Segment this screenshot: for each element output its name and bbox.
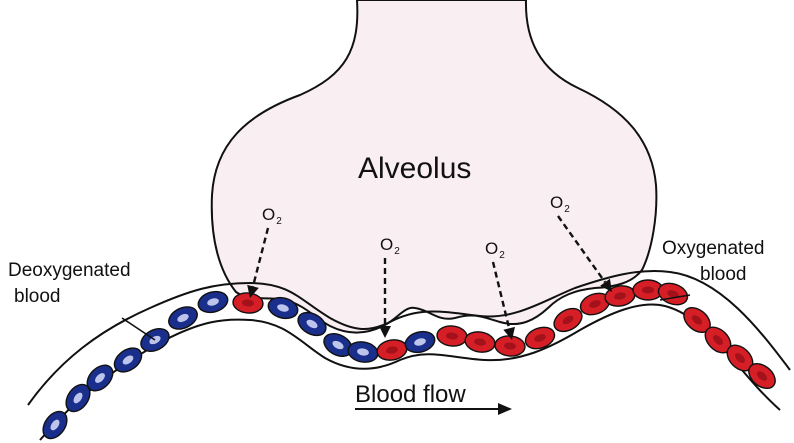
oxygenated-label-line1: Oxygenated xyxy=(662,238,764,259)
deoxygenated-red-blood-cell xyxy=(403,328,437,355)
oxygenated-red-blood-cell xyxy=(463,330,496,355)
deoxygenated-red-blood-cell xyxy=(165,303,201,334)
deoxygenated-red-blood-cell xyxy=(346,340,379,365)
deoxygenated-leader-line xyxy=(122,318,155,340)
alveolus-label: Alveolus xyxy=(358,152,471,185)
oxygenated-red-blood-cell xyxy=(436,325,468,348)
blood-flow-label: Blood flow xyxy=(355,381,466,408)
deoxygenated-label-line2: blood xyxy=(14,286,61,307)
deoxygenated-label-line1: Deoxygenated xyxy=(8,260,131,281)
oxygenated-red-blood-cell xyxy=(522,323,557,352)
oxygenated-red-blood-cell xyxy=(494,335,526,358)
oxygenated-label-line2: blood xyxy=(700,264,747,285)
deoxygenated-red-blood-cell xyxy=(196,288,230,315)
capillary-inner-wall xyxy=(40,305,780,440)
